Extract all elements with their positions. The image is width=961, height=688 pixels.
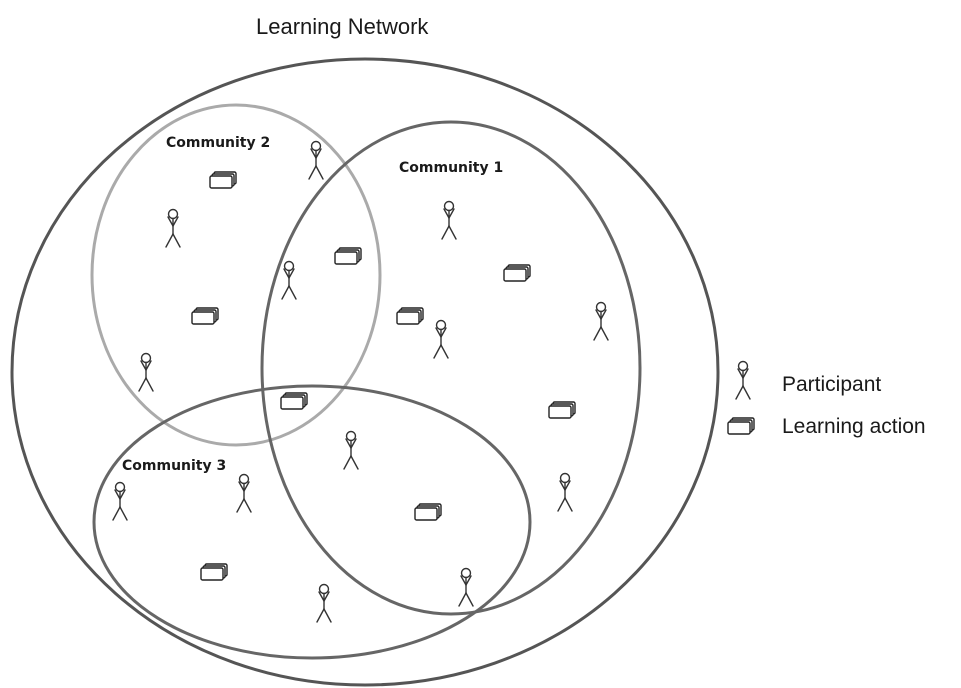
diagram-title: Learning Network [256, 14, 429, 39]
participant-icon [458, 567, 474, 607]
card-stack-icon [727, 417, 755, 435]
participant-icon [557, 472, 573, 512]
learning-action-icon [334, 247, 362, 265]
learning-action-icon [200, 563, 228, 581]
learning-action-icon [209, 171, 237, 189]
participant-icon [138, 352, 154, 392]
learning-action-icon [414, 503, 442, 521]
participant-icon [112, 481, 128, 521]
legend: Participant Learning action [727, 360, 926, 438]
stick-figure-icon [735, 360, 751, 400]
community-2-boundary [90, 103, 382, 447]
learning-network-boundary [10, 57, 720, 687]
community-3-boundary [92, 384, 532, 660]
participant-icon [593, 301, 609, 341]
participant-icon [441, 200, 457, 240]
participant-icon [316, 583, 332, 623]
participant-icon [165, 208, 181, 248]
learning-action-icon [503, 264, 531, 282]
participant-icon [281, 260, 297, 300]
community-2-label: Community 2 [166, 135, 270, 151]
learning-action-icon [396, 307, 424, 325]
community-1-boundary [260, 120, 642, 616]
participant-icon [343, 430, 359, 470]
participant-icon [433, 319, 449, 359]
community-3-label: Community 3 [122, 458, 226, 474]
community-1-label: Community 1 [399, 160, 503, 176]
legend-participant-label: Participant [782, 373, 881, 396]
learning-action-icon [280, 392, 308, 410]
legend-learning-action-label: Learning action [782, 415, 926, 438]
participant-icon [236, 473, 252, 513]
learning-action-icon [548, 401, 576, 419]
learning-action-icon [191, 307, 219, 325]
participant-icon [308, 140, 324, 180]
